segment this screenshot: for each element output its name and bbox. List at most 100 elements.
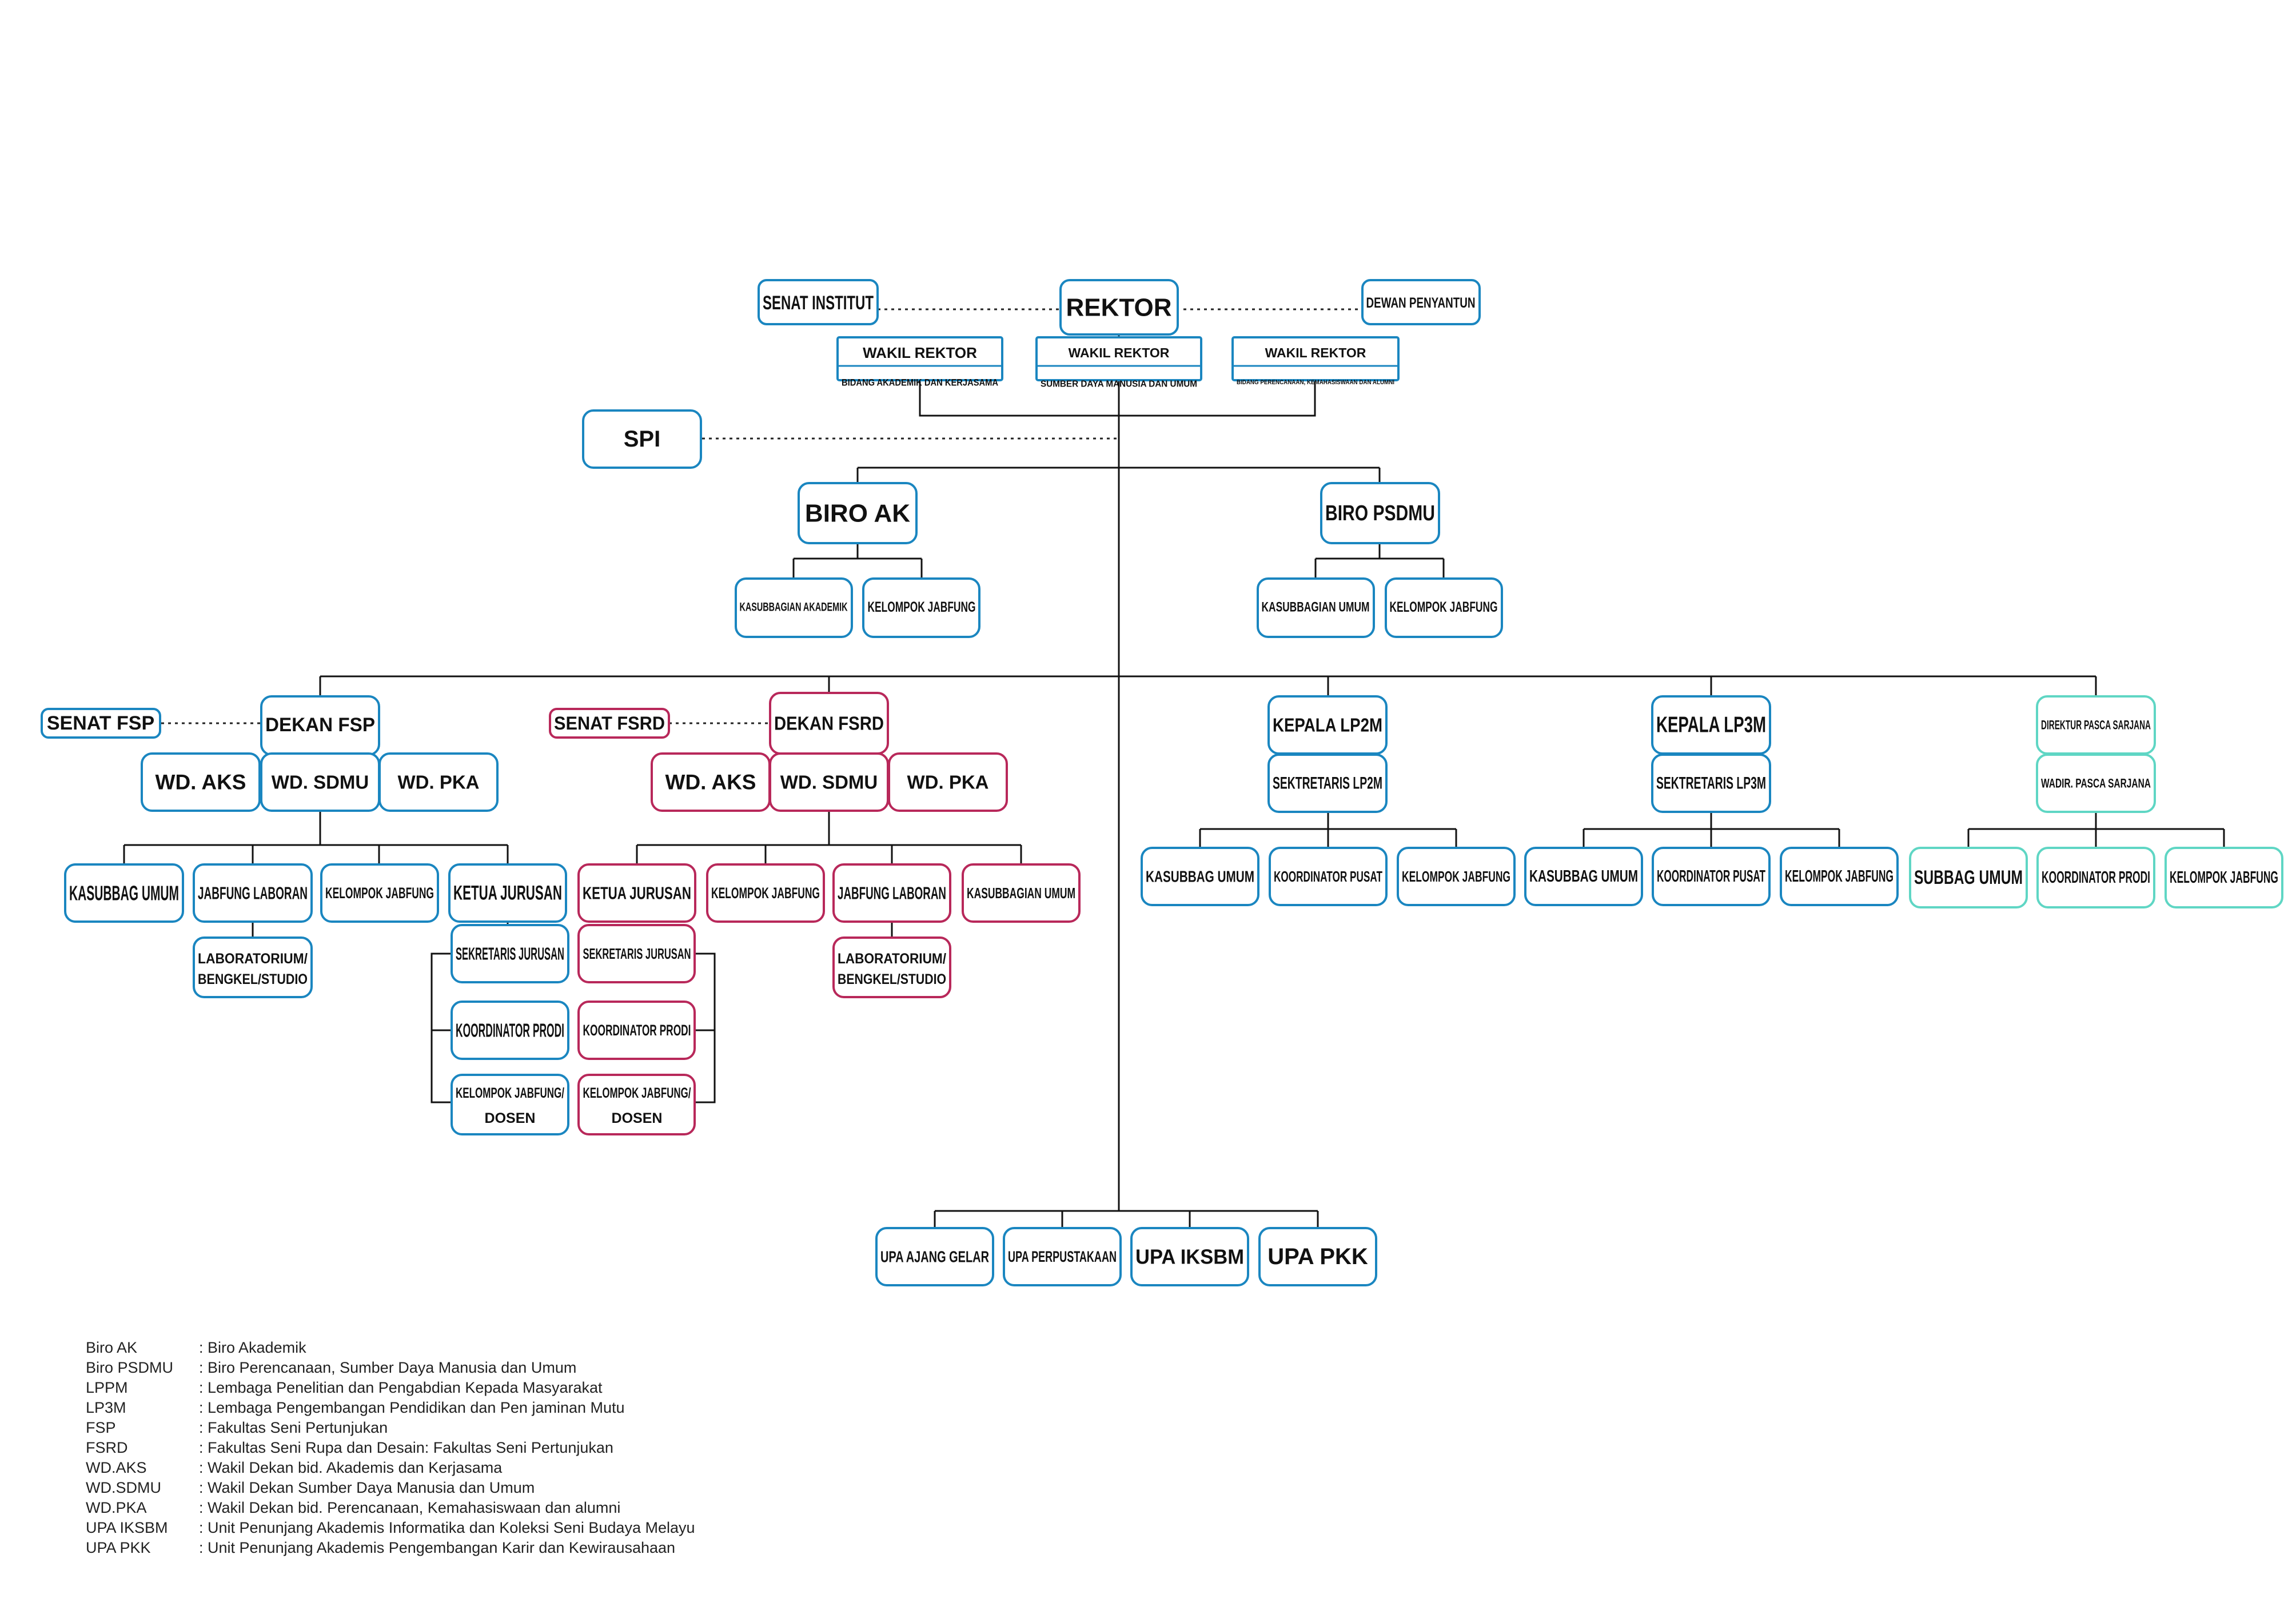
fsrd-wd-sdmu[interactable]: WD. SDMU: [769, 752, 889, 812]
legend-description: : Biro Akademik: [199, 1339, 306, 1356]
kepala-lp2m-label: KEPALA LP2M: [1273, 715, 1382, 736]
biro-ak[interactable]: BIRO AK: [798, 482, 918, 544]
fsp-wd-sdmu[interactable]: WD. SDMU: [260, 752, 380, 812]
lp2m-kelompok-jabfung[interactable]: KELOMPOK JABFUNG: [1397, 847, 1516, 906]
fsrd-kelompok-jabfung[interactable]: KELOMPOK JABFUNG: [706, 863, 825, 923]
wadir-pasca-sarjana[interactable]: WADIR. PASCA SARJANA: [2036, 754, 2156, 813]
senat-fsrd[interactable]: SENAT FSRD: [549, 708, 670, 739]
wadir-pasca-sarjana-label: WADIR. PASCA SARJANA: [2041, 776, 2151, 791]
fsrd-jabfung-laboran-label: JABFUNG LABORAN: [838, 883, 946, 903]
direktur-pasca-sarjana-label: DIREKTUR PASCA SARJANA: [2041, 718, 2151, 732]
rektor[interactable]: REKTOR: [1059, 279, 1179, 336]
fsrd-koordinator-prodi[interactable]: KOORDINATOR PRODI: [577, 1001, 696, 1060]
legend-row: WD.SDMU: Wakil Dekan Sumber Daya Manusia…: [86, 1478, 886, 1498]
spi[interactable]: SPI: [582, 409, 702, 469]
legend-abbreviation: WD.AKS: [86, 1459, 147, 1476]
dekan-fsp[interactable]: DEKAN FSP: [260, 695, 380, 756]
wakil-rektor-akademik[interactable]: WAKIL REKTOR BIDANG AKADEMIK DAN KERJASA…: [836, 336, 1003, 388]
kepala-lp3m-label: KEPALA LP3M: [1656, 713, 1766, 738]
upa-ajang-gelar[interactable]: UPA AJANG GELAR: [875, 1227, 994, 1286]
fsrd-kasubbagian-umum-label: KASUBBAGIAN UMUM: [967, 884, 1075, 902]
fsrd-kasubbagian-umum[interactable]: KASUBBAGIAN UMUM: [962, 863, 1081, 923]
wakil-rektor-akademik-subtitle: BIDANG AKADEMIK DAN KERJASAMA: [842, 377, 998, 388]
fsp-jabfung-laboran-label: JABFUNG LABORAN: [198, 883, 308, 903]
legend-row: UPA IKSBM: Unit Penunjang Akademis Infor…: [86, 1518, 886, 1538]
fsrd-ketua-jurusan[interactable]: KETUA JURUSAN: [577, 863, 696, 923]
fsrd-kelompok-jabfung-dosen[interactable]: KELOMPOK JABFUNG/ DOSEN: [577, 1074, 696, 1135]
upa-perpustakaan-label: UPA PERPUSTAKAAN: [1008, 1248, 1117, 1265]
fsp-laboratorium[interactable]: LABORATORIUM/ BENGKEL/STUDIO: [193, 936, 313, 998]
fsp-kasubbag-umum[interactable]: KASUBBAG UMUM: [64, 863, 184, 923]
direktur-pasca-sarjana[interactable]: DIREKTUR PASCA SARJANA: [2036, 695, 2156, 755]
legend-abbreviation: FSP: [86, 1419, 116, 1436]
fsrd-wd-pka[interactable]: WD. PKA: [888, 752, 1008, 812]
sekretaris-lp2m-label: SEKTRETARIS LP2M: [1273, 774, 1382, 793]
kepala-lp2m[interactable]: KEPALA LP2M: [1267, 695, 1388, 755]
legend-row: WD.AKS : Wakil Dekan bid. Akademis dan Ke…: [86, 1458, 886, 1478]
lp3m-kasubbag-umum[interactable]: KASUBBAG UMUM: [1524, 847, 1643, 906]
biro-ak-label: BIRO AK: [805, 500, 910, 528]
legend-abbreviation: Biro PSDMU: [86, 1359, 174, 1376]
sekretaris-lp2m[interactable]: SEKTRETARIS LP2M: [1267, 754, 1388, 813]
legend-abbreviation: LP3M: [86, 1399, 126, 1416]
fsp-laboratorium-line1: LABORATORIUM/: [198, 951, 308, 967]
kasubbagian-akademik[interactable]: KASUBBAGIAN AKADEMIK: [735, 577, 853, 638]
upa-perpustakaan[interactable]: UPA PERPUSTAKAAN: [1003, 1227, 1122, 1286]
fsp-kelompok-jabfung-dosen-line1: KELOMPOK JABFUNG/: [456, 1085, 564, 1101]
fsp-kelompok-jabfung[interactable]: KELOMPOK JABFUNG: [320, 863, 439, 923]
dekan-fsrd-label: DEKAN FSRD: [774, 713, 884, 734]
upa-iksbm[interactable]: UPA IKSBM: [1130, 1227, 1249, 1286]
legend-description: : Wakil Dekan bid. Akademis dan Kerjasam…: [199, 1459, 503, 1476]
fsrd-wd-pka-label: WD. PKA: [907, 772, 989, 793]
fsp-kelompok-jabfung-dosen[interactable]: KELOMPOK JABFUNG/ DOSEN: [451, 1074, 569, 1135]
pasca-kelompok-jabfung[interactable]: KELOMPOK JABFUNG: [2165, 847, 2283, 908]
lp2m-kelompok-jabfung-label: KELOMPOK JABFUNG: [1402, 868, 1510, 885]
upa-pkk[interactable]: UPA PKK: [1258, 1227, 1377, 1286]
fsp-sekretaris-jurusan[interactable]: SEKRETARIS JURUSAN: [451, 924, 569, 983]
senat-fsp-label: SENAT FSP: [47, 712, 154, 734]
legend-abbreviation: LPPM: [86, 1379, 128, 1396]
fsrd-wd-aks[interactable]: WD. AKS: [651, 752, 771, 812]
lp2m-kasubbag-umum[interactable]: KASUBBAG UMUM: [1141, 847, 1259, 906]
legend-row: FSRD: Fakultas Seni Rupa dan Desain: Fak…: [86, 1438, 886, 1458]
lp3m-kelompok-jabfung[interactable]: KELOMPOK JABFUNG: [1780, 847, 1899, 906]
lp3m-koordinator-pusat[interactable]: KOORDINATOR PUSAT: [1652, 847, 1771, 906]
senat-fsp[interactable]: SENAT FSP: [41, 708, 161, 739]
fsp-wd-pka[interactable]: WD. PKA: [378, 752, 499, 812]
kepala-lp3m[interactable]: KEPALA LP3M: [1651, 695, 1771, 755]
fsrd-laboratorium[interactable]: LABORATORIUM/ BENGKEL/STUDIO: [832, 936, 951, 998]
kasubbagian-akademik-label: KASUBBAGIAN AKADEMIK: [740, 601, 848, 614]
lp2m-koordinator-pusat[interactable]: KOORDINATOR PUSAT: [1269, 847, 1388, 906]
pasca-subbag-umum[interactable]: SUBBAG UMUM: [1909, 847, 2028, 908]
fsp-ketua-jurusan[interactable]: KETUA JURUSAN: [448, 863, 567, 923]
legend-row: Biro AK: Biro Akademik: [86, 1338, 886, 1358]
sekretaris-lp3m[interactable]: SEKTRETARIS LP3M: [1651, 754, 1771, 813]
fsrd-ketua-jurusan-label: KETUA JURUSAN: [583, 883, 691, 903]
fsrd-kelompok-jabfung-dosen-line1: KELOMPOK JABFUNG/: [583, 1085, 691, 1101]
dewan-penyantun-label: DEWAN PENYANTUN: [1366, 295, 1476, 311]
senat-institut-label: SENAT INSTITUT: [763, 292, 874, 314]
fsp-koordinator-prodi[interactable]: KOORDINATOR PRODI: [451, 1001, 569, 1060]
wakil-rektor-perencanaan[interactable]: WAKIL REKTOR BIDANG PERENCANAAN, KEMAHAS…: [1231, 336, 1400, 386]
dewan-penyantun[interactable]: DEWAN PENYANTUN: [1361, 279, 1481, 325]
kasubbagian-umum-psdmu[interactable]: KASUBBAGIAN UMUM: [1257, 577, 1375, 638]
wakil-rektor-akademik-title: WAKIL REKTOR: [863, 344, 977, 361]
legend-row: LP3M: Lembaga Pengembangan Pendidikan da…: [86, 1398, 886, 1418]
kelompok-jabfung-ak[interactable]: KELOMPOK JABFUNG: [862, 577, 980, 638]
biro-psdmu-label: BIRO PSDMU: [1325, 501, 1435, 525]
kasubbagian-umum-psdmu-label: KASUBBAGIAN UMUM: [1262, 600, 1370, 615]
wakil-rektor-sdm[interactable]: WAKIL REKTOR SUMBER DAYA MANUSIA DAN UMU…: [1035, 336, 1202, 389]
pasca-koordinator-prodi[interactable]: KOORDINATOR PRODI: [2036, 847, 2155, 908]
senat-institut[interactable]: SENAT INSTITUT: [758, 279, 879, 325]
kelompok-jabfung-psdmu[interactable]: KELOMPOK JABFUNG: [1385, 577, 1503, 638]
fsp-wd-aks[interactable]: WD. AKS: [141, 752, 261, 812]
biro-psdmu[interactable]: BIRO PSDMU: [1320, 482, 1440, 544]
fsp-kelompok-jabfung-dosen-line2: DOSEN: [485, 1110, 536, 1126]
spi-label: SPI: [624, 427, 660, 452]
fsp-jabfung-laboran[interactable]: JABFUNG LABORAN: [193, 863, 313, 923]
wakil-rektor-sdm-subtitle: SUMBER DAYA MANUSIA DAN UMUM: [1041, 380, 1197, 389]
fsp-kasubbag-umum-label: KASUBBAG UMUM: [69, 882, 179, 905]
fsrd-sekretaris-jurusan[interactable]: SEKRETARIS JURUSAN: [577, 924, 696, 983]
dekan-fsrd[interactable]: DEKAN FSRD: [769, 692, 889, 755]
fsrd-jabfung-laboran[interactable]: JABFUNG LABORAN: [832, 863, 951, 923]
